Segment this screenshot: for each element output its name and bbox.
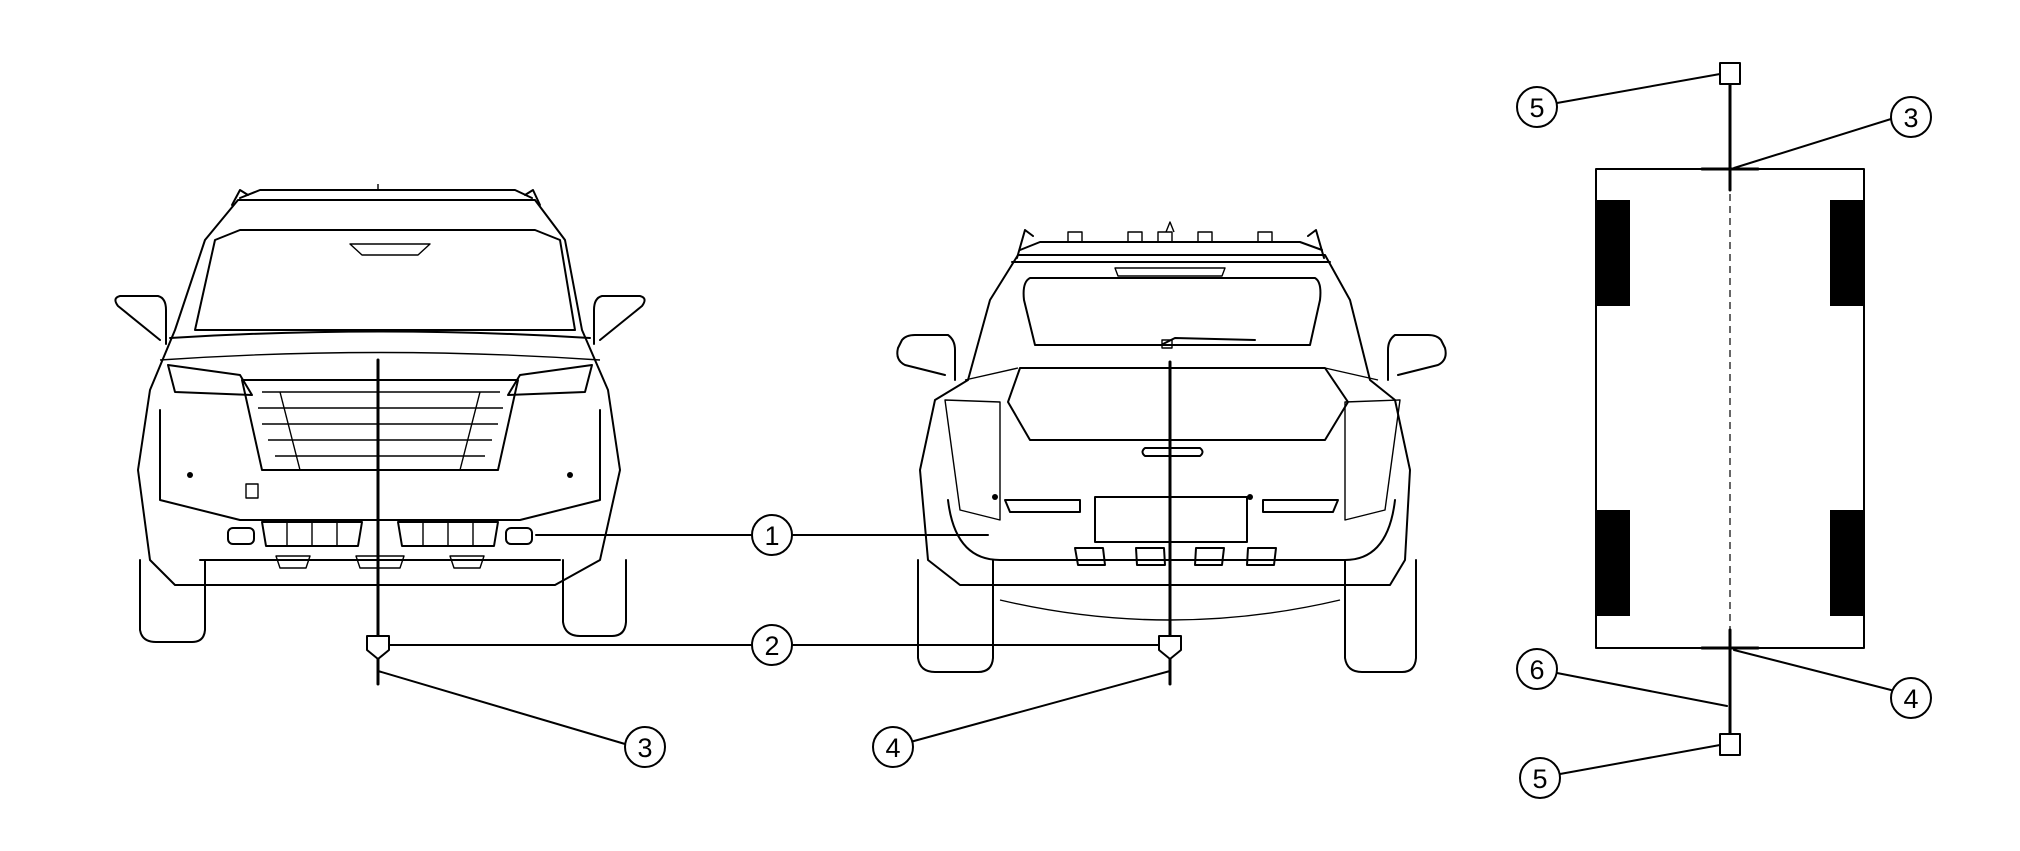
rear-view-vehicle bbox=[896, 221, 1447, 673]
front-view-vehicle bbox=[114, 184, 646, 643]
callout-5-bottom-label: 5 bbox=[1532, 764, 1547, 794]
stand-bottom bbox=[1719, 733, 1741, 756]
callout-4-top-label: 4 bbox=[1903, 684, 1918, 714]
plumb-bob-front bbox=[366, 635, 390, 660]
wheel-rear-left bbox=[1596, 510, 1630, 616]
callout-3-front: 3 bbox=[624, 726, 666, 768]
top-view-vehicle bbox=[1595, 62, 1865, 756]
callout-6-label: 6 bbox=[1529, 655, 1544, 685]
callout-6: 6 bbox=[1516, 648, 1558, 690]
callout-1-label: 1 bbox=[764, 521, 779, 551]
stand-top bbox=[1719, 62, 1741, 85]
wheel-rear-right bbox=[1830, 510, 1864, 616]
callout-3-top-label: 3 bbox=[1903, 103, 1918, 133]
callout-5-top: 5 bbox=[1516, 86, 1558, 128]
callout-2: 2 bbox=[751, 624, 793, 666]
vehicle-outline-top bbox=[1595, 168, 1865, 649]
wheel-front-left bbox=[1596, 200, 1630, 306]
plumb-bob-rear bbox=[1158, 635, 1182, 660]
callout-5-bottom: 5 bbox=[1519, 757, 1561, 799]
plumb-bobs bbox=[366, 358, 1182, 686]
callout-2-label: 2 bbox=[764, 631, 779, 661]
callout-4-top: 4 bbox=[1890, 677, 1932, 719]
callout-5-top-label: 5 bbox=[1529, 93, 1544, 123]
callout-3-top: 3 bbox=[1890, 96, 1932, 138]
leader-lines bbox=[377, 73, 1892, 775]
wheel-front-right bbox=[1830, 200, 1864, 306]
callout-1: 1 bbox=[751, 514, 793, 556]
callout-4-rear-label: 4 bbox=[885, 733, 900, 763]
callout-3-front-label: 3 bbox=[637, 733, 652, 763]
callout-4-rear: 4 bbox=[872, 726, 914, 768]
